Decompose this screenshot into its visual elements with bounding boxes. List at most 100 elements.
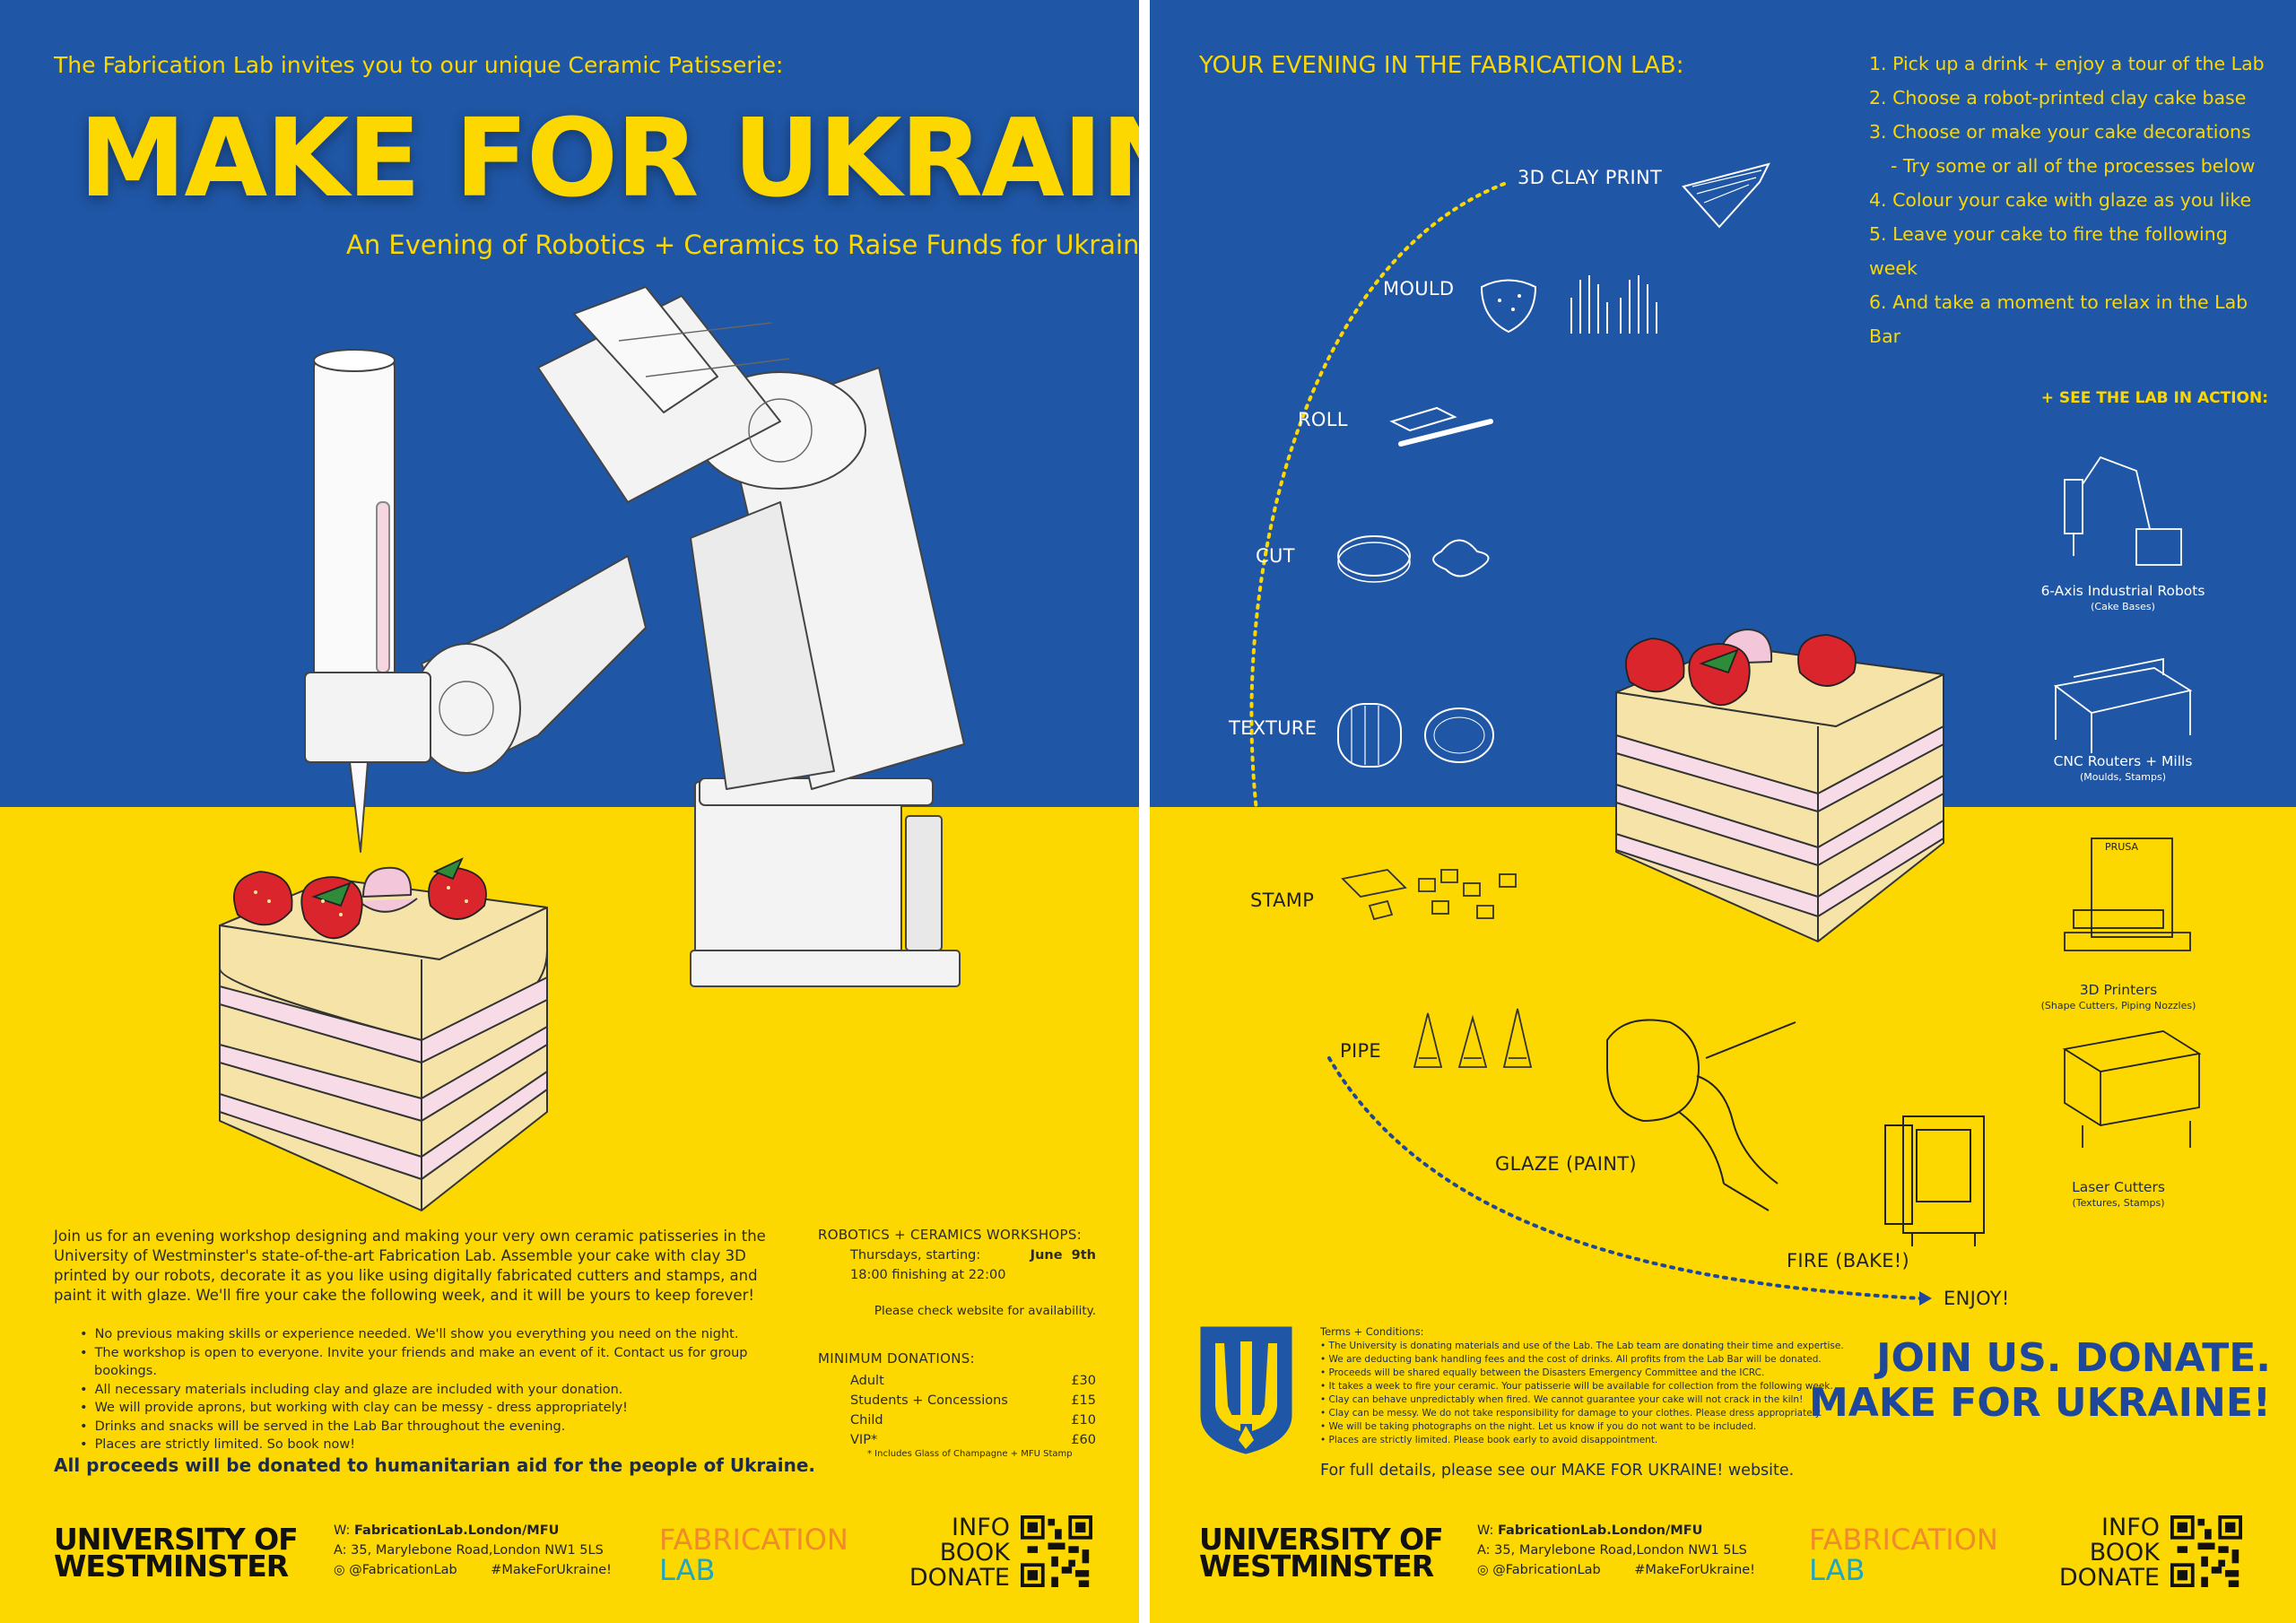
book-label: BOOK xyxy=(2089,1539,2160,1567)
texture-rollers-icon xyxy=(1337,703,1494,768)
process-glaze: GLAZE (PAINT) xyxy=(1495,1153,1637,1175)
info-book-donate: INFO BOOK DONATE xyxy=(906,1515,1010,1591)
bullet-item: Drinks and snacks will be served in the … xyxy=(94,1418,776,1436)
process-cut: CUT xyxy=(1256,545,1295,567)
terms-item: Places are strictly limited. Please book… xyxy=(1320,1434,2065,1447)
donation-label: Students + Concessions xyxy=(850,1393,1008,1408)
full-details-note: For full details, please see our MAKE FO… xyxy=(1320,1462,1795,1480)
social-handle[interactable]: @FabricationLab xyxy=(349,1563,457,1577)
book-label: BOOK xyxy=(939,1539,1010,1567)
cutters-icon xyxy=(1337,535,1490,583)
donate-label: DONATE xyxy=(2058,1564,2160,1592)
donation-label: VIP* xyxy=(850,1433,878,1447)
workshops-heading: ROBOTICS + CERAMICS WORKSHOPS: xyxy=(818,1227,1083,1243)
footer: UNIVERSITY OF WESTMINSTER W: Fabrication… xyxy=(0,1515,1139,1614)
fab-line1: FABRICATION xyxy=(1809,1523,1998,1557)
stamps-icon xyxy=(1341,869,1517,921)
3d-printer-icon: PRUSA xyxy=(2064,838,2191,951)
machine-sub: (Shape Cutters, Piping Nozzles) xyxy=(2040,1000,2196,1011)
machine-sub: (Moulds, Stamps) xyxy=(2079,771,2166,783)
terms-item: We will be taking photographs on the nig… xyxy=(1320,1420,2065,1434)
step-item: 6. And take a moment to relax in the Lab… xyxy=(1869,291,2248,347)
address: 35, Marylebone Road,London NW1 5LS xyxy=(1494,1543,1747,1558)
step-item: 2. Choose a robot-printed clay cake base xyxy=(1869,87,2247,108)
instagram-icon: ◎ xyxy=(334,1563,345,1577)
workshops-when: Thursdays, starting: June 9th xyxy=(818,1248,1096,1263)
headline: MAKE FOR UKRAINE! xyxy=(79,97,1139,221)
web-link[interactable]: FabricationLab.London/MFU xyxy=(1497,1523,1703,1538)
right-panel: YOUR EVENING IN THE FABRICATION LAB: 1. … xyxy=(1150,0,2296,1623)
donation-row: Child £10 xyxy=(818,1413,1096,1428)
cnc-router-icon xyxy=(2053,657,2193,753)
process-roll: ROLL xyxy=(1298,409,1348,430)
address-prefix: A: xyxy=(334,1543,347,1558)
rolling-pin-icon xyxy=(1389,406,1493,447)
machine-name: 3D Printers xyxy=(2079,982,2158,998)
instagram-icon: ◎ xyxy=(1477,1563,1489,1577)
qr-code-icon[interactable] xyxy=(2170,1515,2242,1587)
machine-sub: (Textures, Stamps) xyxy=(2072,1197,2165,1209)
workshops-time: 18:00 finishing at 22:00 xyxy=(850,1268,1006,1282)
web-link[interactable]: FabricationLab.London/MFU xyxy=(353,1523,560,1538)
step-item: 5. Leave your cake to fire the following… xyxy=(1869,223,2228,279)
cake-illustration xyxy=(219,857,548,1211)
fabrication-lab-logo: FABRICATION LAB xyxy=(1809,1524,1998,1585)
terms-item: The University is donating materials and… xyxy=(1320,1340,2065,1353)
evening-heading: YOUR EVENING IN THE FABRICATION LAB: xyxy=(1199,52,1684,79)
bullet-item: We will provide aprons, but working with… xyxy=(94,1399,776,1418)
terms-item: Clay can behave unpredictably when fired… xyxy=(1320,1393,2065,1407)
kiln-icon xyxy=(1884,1115,1985,1246)
info-label: INFO xyxy=(952,1514,1010,1541)
address-prefix: A: xyxy=(1477,1543,1491,1558)
donate-label: DONATE xyxy=(909,1564,1010,1592)
contact-block: W: FabricationLab.London/MFU A: 35, Mary… xyxy=(334,1521,612,1580)
bullet-item: All necessary materials including clay a… xyxy=(94,1381,776,1400)
info-bullets: No previous making skills or experience … xyxy=(94,1325,776,1454)
strawberry-mould-icon xyxy=(1480,279,1537,334)
terms-heading: Terms + Conditions: xyxy=(1320,1325,1424,1338)
terms-item: We are deducting bank handling fees and … xyxy=(1320,1353,2065,1367)
machine-label: 3D Printers (Shape Cutters, Piping Nozzl… xyxy=(2011,982,2226,1011)
piping-nozzles-icon xyxy=(1413,1008,1533,1068)
robot-arm-illustration xyxy=(304,286,965,987)
terms-item: Clay can be messy. We do not take respon… xyxy=(1320,1407,2065,1420)
university-line2: WESTMINSTER xyxy=(1199,1549,1434,1584)
ukraine-trident-icon xyxy=(1200,1326,1292,1454)
step-item: 4. Colour your cake with glaze as you li… xyxy=(1869,189,2252,211)
step-item: - Try some or all of the processes below xyxy=(1891,155,2256,177)
process-3d-clay-print: 3D CLAY PRINT xyxy=(1518,167,1663,188)
bullet-item: The workshop is open to everyone. Invite… xyxy=(94,1344,776,1381)
proceeds-note: All proceeds will be donated to humanita… xyxy=(54,1454,816,1476)
yellow-band xyxy=(1150,807,2296,1623)
when-label: Thursdays, starting: xyxy=(850,1248,981,1263)
see-lab-heading: + SEE THE LAB IN ACTION: xyxy=(2040,389,2268,407)
address: 35, Marylebone Road,London NW1 5LS xyxy=(351,1543,604,1558)
qr-code-icon[interactable] xyxy=(1021,1515,1092,1587)
university-logo: UNIVERSITY OF WESTMINSTER xyxy=(1199,1522,1444,1584)
machine-label: 6-Axis Industrial Robots (Cake Bases) xyxy=(2015,583,2231,612)
university-line1: UNIVERSITY OF xyxy=(1199,1522,1444,1557)
left-panel: The Fabrication Lab invites you to our u… xyxy=(0,0,1139,1623)
fab-line2: LAB xyxy=(1809,1553,1866,1587)
cake-illustration-right xyxy=(1615,629,1944,942)
step-item: 1. Pick up a drink + enjoy a tour of the… xyxy=(1869,53,2265,74)
laser-cutter-icon xyxy=(2062,1030,2202,1148)
join-line2: MAKE FOR UKRAINE! xyxy=(1808,1380,2271,1426)
terms-item: It takes a week to fire your ceramic. Yo… xyxy=(1320,1380,2065,1393)
footer: UNIVERSITY OF WESTMINSTER W: Fabrication… xyxy=(1150,1515,2289,1614)
industrial-robot-icon xyxy=(2064,456,2182,566)
machine-sub: (Cake Bases) xyxy=(2091,601,2155,612)
yellow-band xyxy=(0,807,1139,1623)
machine-label: CNC Routers + Mills (Moulds, Stamps) xyxy=(2015,753,2231,783)
info-label: INFO xyxy=(2101,1514,2160,1541)
process-mould: MOULD xyxy=(1383,278,1455,299)
workshops-box: ROBOTICS + CERAMICS WORKSHOPS: Thursdays… xyxy=(818,1227,1096,1459)
hashtag: #MakeForUkraine! xyxy=(1634,1563,1755,1577)
fab-line1: FABRICATION xyxy=(659,1523,848,1557)
social-handle[interactable]: @FabricationLab xyxy=(1492,1563,1601,1577)
process-stamp: STAMP xyxy=(1250,890,1315,911)
donation-row: VIP* £60 xyxy=(818,1433,1096,1447)
invite-line: The Fabrication Lab invites you to our u… xyxy=(54,52,784,78)
process-texture: TEXTURE xyxy=(1229,717,1318,739)
university-line1: UNIVERSITY OF xyxy=(54,1522,299,1557)
